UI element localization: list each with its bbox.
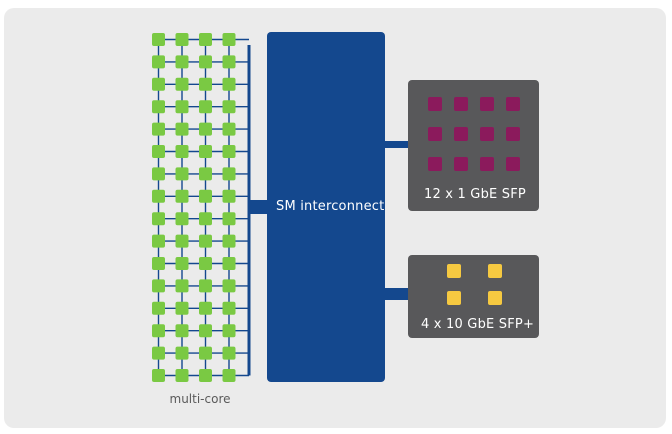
core [152, 100, 165, 114]
core [199, 122, 212, 136]
core [175, 212, 189, 226]
sfp-box-label: 12 x 1 GbE SFP [424, 187, 526, 202]
multicore-bus-connector [248, 200, 268, 214]
core [152, 77, 165, 91]
core [175, 324, 189, 338]
core [199, 257, 212, 270]
core [152, 189, 165, 203]
core [222, 279, 236, 293]
sfp-port [428, 157, 442, 171]
core [175, 167, 189, 181]
core [199, 301, 212, 315]
core [222, 257, 236, 270]
core [222, 324, 236, 338]
sfpplus-box-label: 4 x 10 GbE SFP+ [421, 317, 535, 332]
core [222, 369, 236, 382]
core [222, 33, 236, 46]
core [175, 122, 189, 136]
sfpplus-port [447, 291, 461, 305]
core [152, 167, 165, 181]
core [175, 257, 189, 270]
core [175, 279, 189, 293]
core [175, 77, 189, 91]
core [199, 55, 212, 69]
core [152, 212, 165, 226]
core [199, 234, 212, 248]
core [175, 100, 189, 114]
core [199, 324, 212, 338]
core [175, 369, 189, 382]
core [199, 33, 212, 46]
sfp-port [480, 97, 494, 111]
sfp-port [506, 157, 520, 171]
core [222, 77, 236, 91]
sfp-port [454, 127, 468, 141]
core [199, 212, 212, 226]
sfp-port [506, 127, 520, 141]
core [152, 369, 165, 382]
sfp-port [506, 97, 520, 111]
core [222, 234, 236, 248]
sfp-port [428, 97, 442, 111]
core [175, 234, 189, 248]
core [152, 257, 165, 270]
core [222, 167, 236, 181]
core [222, 145, 236, 158]
core [175, 301, 189, 315]
multicore-label: multi-core [169, 392, 231, 406]
core [222, 122, 236, 136]
core [199, 279, 212, 293]
core [175, 346, 189, 360]
core [199, 167, 212, 181]
sfp-port [454, 97, 468, 111]
core [222, 346, 236, 360]
core [152, 145, 165, 158]
sfp-port [480, 157, 494, 171]
core [152, 55, 165, 69]
core [199, 346, 212, 360]
core [222, 301, 236, 315]
sfpplus-link [384, 288, 408, 300]
core [199, 145, 212, 158]
sfp-link [384, 141, 408, 148]
sfpplus-port [488, 264, 502, 278]
core [152, 33, 165, 46]
core [175, 145, 189, 158]
core [222, 212, 236, 226]
core [222, 55, 236, 69]
sfpplus-port [488, 291, 502, 305]
core [175, 189, 189, 203]
sfp-port [480, 127, 494, 141]
sm-interconnect-block [267, 32, 385, 382]
sm-interconnect-label: SM interconnect [276, 199, 385, 214]
core [199, 369, 212, 382]
sfpplus-port [447, 264, 461, 278]
core [222, 189, 236, 203]
core [152, 301, 165, 315]
sfp-port [454, 157, 468, 171]
sfpplus-port-box [408, 255, 539, 338]
core [152, 346, 165, 360]
core [152, 324, 165, 338]
core [152, 122, 165, 136]
core [199, 100, 212, 114]
core [152, 234, 165, 248]
core [175, 55, 189, 69]
core [152, 279, 165, 293]
core [222, 100, 236, 114]
core [175, 33, 189, 46]
core [199, 77, 212, 91]
core [199, 189, 212, 203]
sfp-port [428, 127, 442, 141]
